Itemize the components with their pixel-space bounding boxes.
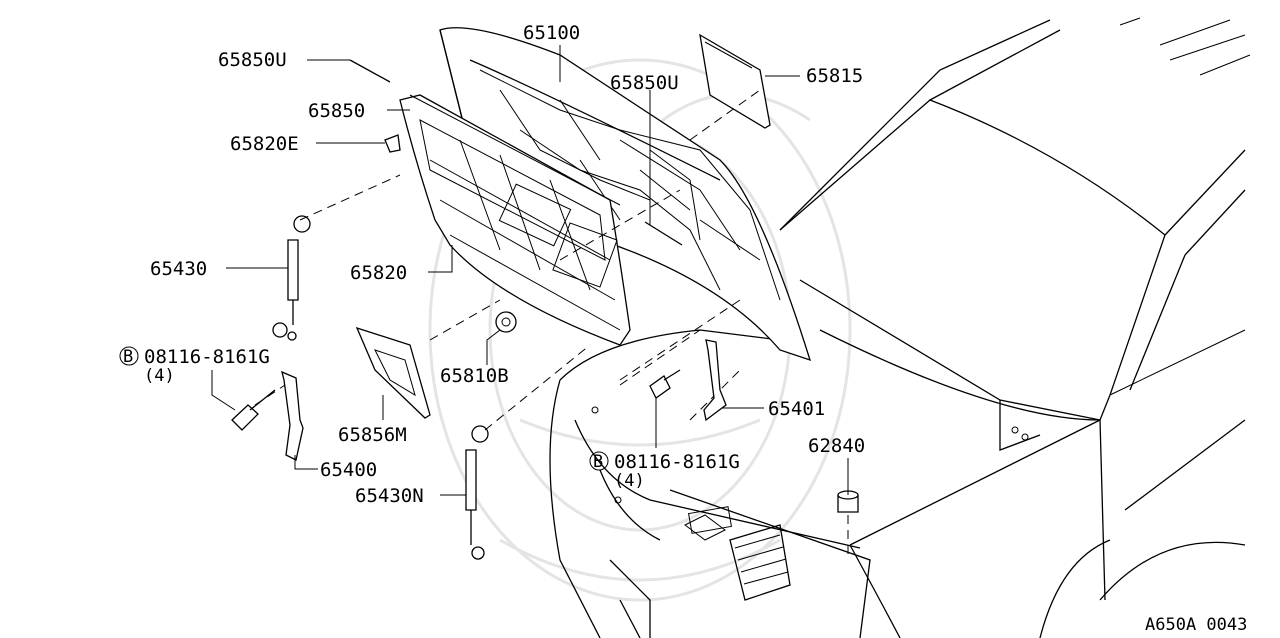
bolt-qty-right: (4) bbox=[614, 471, 645, 491]
label-62840: 62840 bbox=[808, 435, 865, 457]
bolt-part-no-right: 08116-8161G bbox=[614, 451, 740, 473]
label-65400: 65400 bbox=[320, 459, 377, 481]
label-65430n: 65430N bbox=[355, 485, 424, 507]
bolt-symbol-left: B bbox=[123, 347, 133, 367]
label-65850u-left: 65850U bbox=[218, 49, 287, 71]
drawing-id: A650A 0043 bbox=[1145, 615, 1247, 635]
label-65850u-right: 65850U bbox=[610, 72, 679, 94]
bolt-qty-left: (4) bbox=[144, 366, 175, 386]
label-65815: 65815 bbox=[806, 65, 863, 87]
bolt-part-no-left: 08116-8161G bbox=[144, 346, 270, 368]
leader-lines bbox=[211, 45, 849, 496]
label-65430: 65430 bbox=[150, 258, 207, 280]
label-65401: 65401 bbox=[768, 398, 825, 420]
label-65856m: 65856M bbox=[338, 424, 407, 446]
vehicle-body bbox=[549, 17, 1251, 638]
label-65810b: 65810B bbox=[440, 365, 509, 387]
bolt-callout-right: B 08116-8161G (4) bbox=[589, 451, 740, 491]
label-65820: 65820 bbox=[350, 262, 407, 284]
label-65100: 65100 bbox=[523, 22, 580, 44]
hood-insulator bbox=[399, 94, 631, 346]
label-65850: 65850 bbox=[308, 100, 365, 122]
label-65820e: 65820E bbox=[230, 133, 299, 155]
bolt-symbol-right: B bbox=[593, 452, 603, 472]
bolt-callout-left: B 08116-8161G (4) bbox=[119, 346, 270, 386]
small-parts bbox=[231, 33, 859, 560]
part-number-labels: 65100 65850U 65850U 65815 65850 65820E 6… bbox=[150, 22, 865, 507]
